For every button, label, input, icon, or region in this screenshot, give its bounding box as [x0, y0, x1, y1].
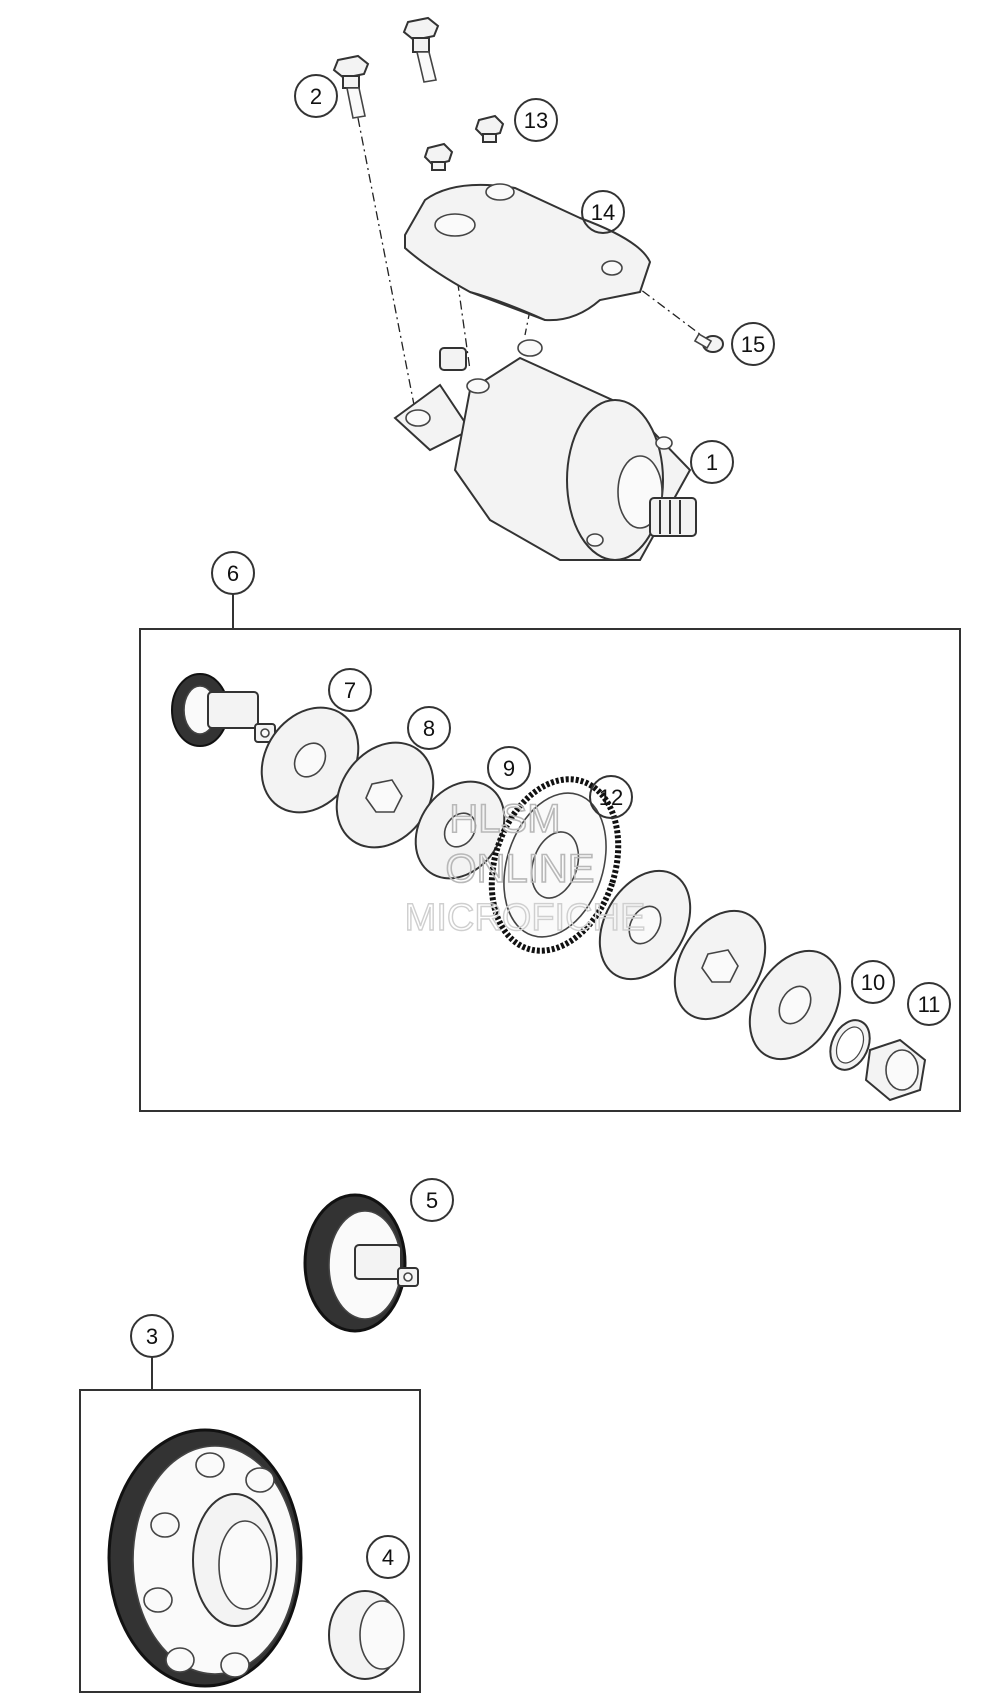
starter-cover-icon	[404, 183, 652, 322]
bolt-2-icon	[332, 54, 370, 119]
box-6-assembly	[139, 594, 961, 1112]
svg-text:13: 13	[524, 108, 548, 133]
callout-8: 8	[407, 706, 451, 750]
bolt-13-icon	[474, 114, 505, 143]
svg-text:10: 10	[861, 970, 885, 995]
svg-text:15: 15	[741, 332, 765, 357]
callout-11: 11	[907, 982, 951, 1026]
svg-text:3: 3	[146, 1324, 158, 1349]
bolt-top-icon	[402, 16, 440, 83]
callout-3: 3	[130, 1314, 174, 1358]
group-box-6	[139, 628, 961, 1112]
bearing-4-icon	[328, 1590, 405, 1680]
pinion-gear-icon	[171, 673, 276, 747]
callout-1: 1	[690, 440, 734, 484]
callout-6: 6	[211, 551, 255, 595]
callout-4: 4	[366, 1535, 410, 1579]
callout-12: 12	[589, 775, 633, 819]
callout-14: 14	[581, 190, 625, 234]
svg-text:4: 4	[382, 1545, 394, 1570]
screw-15-icon	[693, 332, 724, 353]
washer-8-icon	[335, 741, 435, 849]
box-3-assembly	[79, 1357, 421, 1693]
nut-11-icon	[864, 1038, 927, 1102]
svg-text:6: 6	[227, 561, 239, 586]
gear-12-icon	[488, 776, 622, 954]
washer-9-icon	[414, 780, 506, 880]
callout-2: 2	[294, 74, 338, 118]
svg-text:7: 7	[344, 678, 356, 703]
ring-10-icon	[829, 1019, 871, 1071]
callout-15: 15	[731, 322, 775, 366]
starter-motor-assembly	[332, 16, 724, 561]
bolt-small-icon	[423, 142, 454, 171]
svg-text:ONLINE: ONLINE	[446, 847, 595, 891]
svg-text:MICROFICHE: MICROFICHE	[405, 897, 646, 939]
washer-right-b-icon	[673, 909, 767, 1021]
svg-text:5: 5	[426, 1188, 438, 1213]
washer-right-c-icon	[748, 949, 842, 1061]
callout-10: 10	[851, 960, 895, 1004]
watermark: HLSM ONLINE MICROFICHE	[404, 796, 646, 940]
callout-5: 5	[410, 1178, 454, 1222]
svg-text:14: 14	[591, 200, 615, 225]
svg-text:HLSM: HLSM	[449, 797, 560, 841]
svg-text:9: 9	[503, 756, 515, 781]
starter-motor-icon	[393, 339, 697, 561]
svg-text:12: 12	[599, 785, 623, 810]
group-box-3	[79, 1389, 421, 1693]
gear-5-assembly	[303, 1193, 419, 1333]
callout-9: 9	[487, 746, 531, 790]
svg-text:8: 8	[423, 716, 435, 741]
gear-3-icon	[107, 1428, 303, 1688]
svg-text:1: 1	[706, 450, 718, 475]
callout-13: 13	[514, 98, 558, 142]
svg-text:2: 2	[310, 84, 322, 109]
washer-right-a-icon	[598, 869, 692, 981]
svg-text:11: 11	[918, 992, 941, 1017]
callout-7: 7	[328, 668, 372, 712]
